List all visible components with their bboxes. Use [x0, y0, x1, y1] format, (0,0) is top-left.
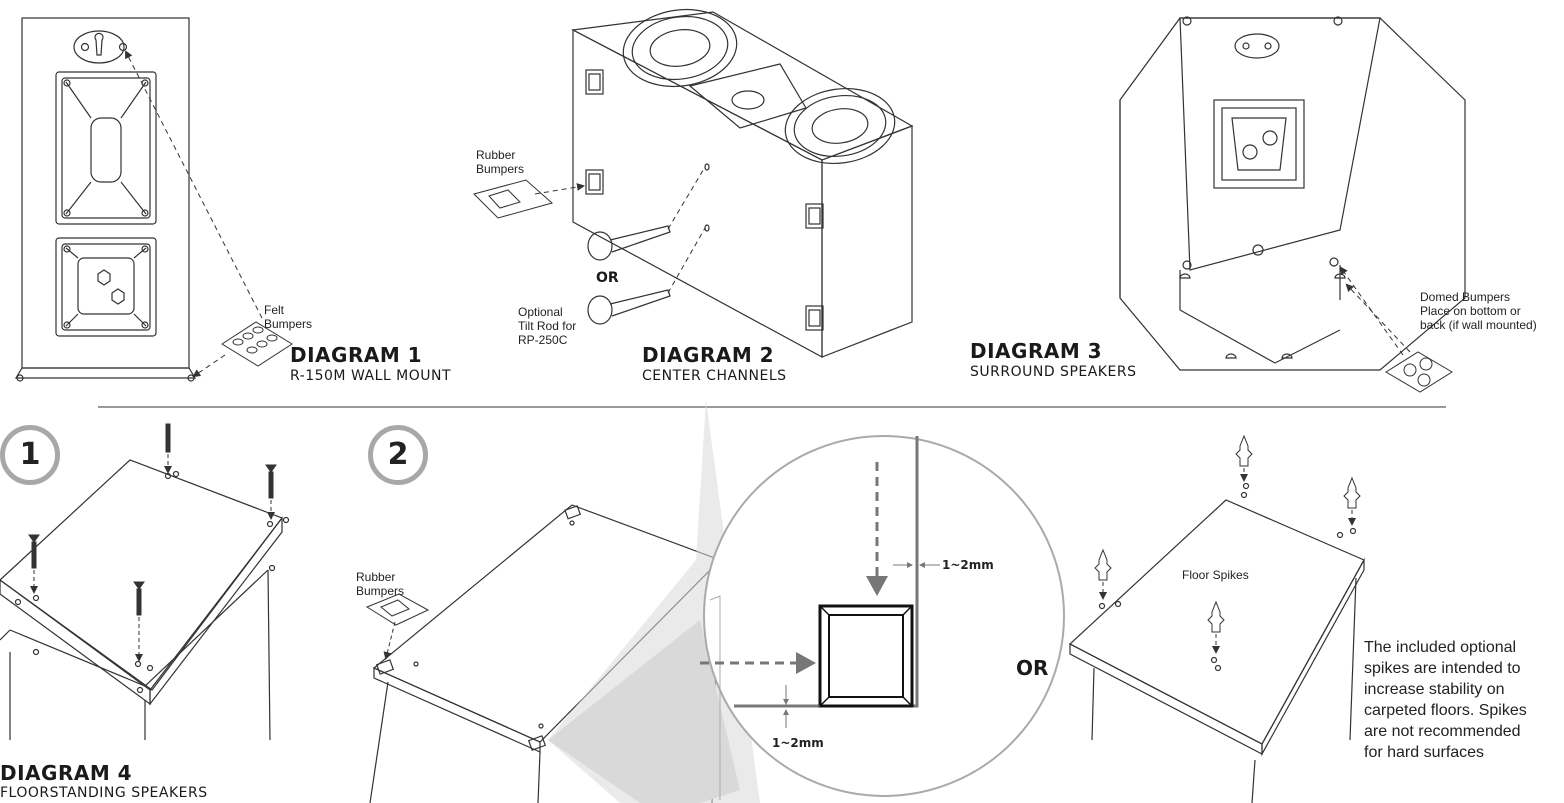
diagram4-subtitle: FLOORSTANDING SPEAKERS: [0, 785, 208, 801]
rubber-bumpers-label-top: Rubber Bumpers: [476, 148, 524, 176]
domed-bumpers-line2: Place on bottom or: [1420, 304, 1521, 318]
diagram4-title: DIAGRAM 4: [0, 761, 133, 785]
rubber-bumper-sheet-top: [473, 179, 554, 219]
tilt-rod-label: Optional Tilt Rod for RP-250C: [518, 305, 576, 347]
spike-note-line4: carpeted floors. Spikes: [1364, 702, 1527, 719]
domed-bumpers-label: Domed Bumpers Place on bottom or back (i…: [1420, 290, 1537, 332]
speaker-1-back: [14, 17, 197, 382]
or-label-small: OR: [596, 270, 619, 286]
spike-note: The included optional spikes are intende…: [1364, 637, 1527, 763]
rubber-bumpers-top-line1: Rubber: [476, 148, 516, 162]
tilt-rod-line1: Optional: [518, 305, 563, 319]
felt-bumpers-label-line1: Felt: [264, 303, 285, 317]
domed-bumpers-line3: back (if wall mounted): [1420, 318, 1537, 332]
felt-bumper-sheet: [221, 321, 293, 367]
diagram2-subtitle: CENTER CHANNELS: [642, 368, 787, 384]
rubber-bumpers-bottom-line2: Bumpers: [356, 584, 405, 598]
floorstanding-spikes: [1068, 482, 1365, 803]
surround-speaker: [1119, 16, 1466, 371]
step-1-badge: 1: [0, 425, 60, 485]
center-channel-speaker: [571, 8, 914, 359]
or-label-large: OR: [1016, 656, 1049, 680]
spike-note-line3: increase stability on: [1364, 681, 1505, 698]
diagram1-title: DIAGRAM 1: [290, 343, 423, 367]
felt-bumpers-label: Felt Bumpers: [264, 303, 312, 331]
spike-note-line1: The included optional: [1364, 639, 1517, 656]
spike-note-line2: spikes are intended to: [1364, 660, 1521, 677]
floor-spike-arrows: [1099, 468, 1356, 654]
step1-screws: [28, 423, 277, 616]
rubber-bumpers-top-line2: Bumpers: [476, 162, 525, 176]
rubber-bumpers-label-bottom: Rubber Bumpers: [356, 570, 404, 598]
gap-measure-right: 1~2mm: [942, 558, 994, 572]
felt-bumper-arrows: [125, 50, 263, 378]
tilt-rod-line3: RP-250C: [518, 333, 568, 347]
domed-bumper-sheet: [1385, 351, 1453, 393]
rubber-bumpers-bottom-line1: Rubber: [356, 570, 396, 584]
floorstanding-step1: [0, 459, 290, 741]
diagram2-title: DIAGRAM 2: [642, 343, 775, 367]
step2-arrow: [383, 621, 396, 660]
diagram1-subtitle: R-150M WALL MOUNT: [290, 368, 452, 384]
rubber-bumper-sheet-bottom: [365, 593, 430, 626]
tilt-rods: [587, 225, 671, 325]
center-channel-arrows: [534, 166, 706, 294]
domed-bumper-arrows: [1339, 266, 1411, 356]
floor-spike-icons: [1094, 434, 1361, 633]
spike-note-line5: are not recommended: [1364, 723, 1521, 740]
step-2-badge: 2: [368, 425, 428, 485]
spike-note-line6: for hard surfaces: [1364, 744, 1485, 761]
diagram3-title: DIAGRAM 3: [970, 339, 1103, 363]
step1-arrows: [30, 454, 275, 662]
felt-bumpers-label-line2: Bumpers: [264, 317, 313, 331]
floor-spikes-label: Floor Spikes: [1182, 568, 1249, 582]
zoom-callout: [548, 400, 1065, 803]
gap-measure-bottom: 1~2mm: [772, 736, 824, 750]
diagram3-subtitle: SURROUND SPEAKERS: [970, 364, 1137, 380]
tilt-rod-line2: Tilt Rod for: [518, 319, 577, 333]
domed-bumpers-line1: Domed Bumpers: [1420, 290, 1511, 304]
